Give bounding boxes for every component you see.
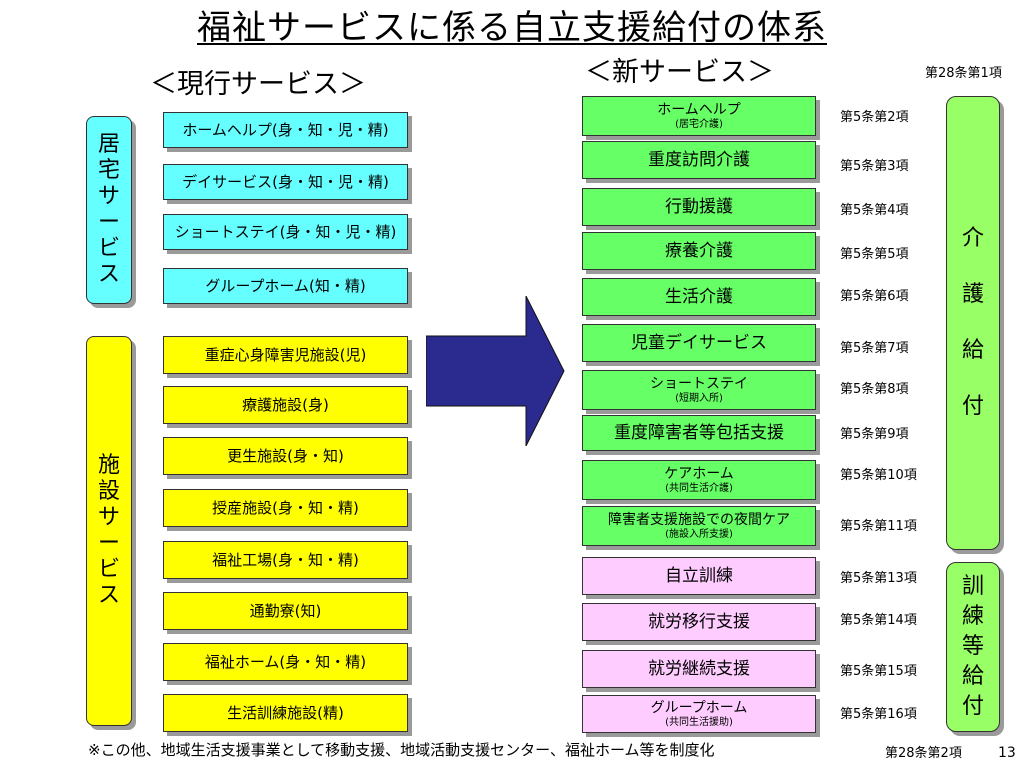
home-label-char: サ <box>97 184 120 209</box>
service-subname: (短期入所) <box>675 392 723 404</box>
home-service-box: ホームヘルプ(身・知・児・精) <box>163 112 408 148</box>
new-services-header: ＜新サービス＞ <box>585 57 774 88</box>
footnote: ※この他、地域生活支援事業として移動支援、地域活動支援センター、福祉ホーム等を制… <box>88 741 715 759</box>
article-ref: 第5条第2項 <box>840 110 909 125</box>
article-ref: 第5条第10項 <box>840 468 917 483</box>
service-name: 重度障害者等包括支援 <box>614 423 784 443</box>
facility-label-char: ス <box>97 583 120 608</box>
home-label-char: ー <box>97 210 120 235</box>
training-label-char: 給 <box>961 664 984 689</box>
training-label-char: 練 <box>961 604 984 629</box>
article-ref: 第5条第15項 <box>840 664 917 679</box>
home-label-char: ビ <box>97 236 120 261</box>
article-28-1: 第28条第1項 <box>925 66 1002 81</box>
facility-label-char: サ <box>97 505 120 530</box>
home-services-label: 居宅サービス <box>86 116 132 304</box>
home-service-box: グループホーム(知・精) <box>163 268 408 304</box>
article-28-2: 第28条第2項 <box>885 746 962 761</box>
care-label-char: 護 <box>961 282 984 307</box>
facility-label-char: ー <box>97 531 120 556</box>
home-label-char: 宅 <box>97 158 120 183</box>
facility-service-box: 療護施設(身) <box>163 386 408 424</box>
training-service-box: 自立訓練 <box>582 557 816 595</box>
facility-service-box: 更生施設(身・知) <box>163 437 408 475</box>
article-ref: 第5条第13項 <box>840 571 917 586</box>
care-service-box: ケアホーム(共同生活介護) <box>582 460 816 500</box>
care-service-box: 児童デイサービス <box>582 324 816 362</box>
home-label-char: 居 <box>97 132 120 157</box>
training-benefits-label: 訓練等給付 <box>946 562 1000 732</box>
facility-label-char: 施 <box>97 453 120 478</box>
care-service-box: 重度障害者等包括支援 <box>582 415 816 451</box>
training-label-char: 訓 <box>961 574 984 599</box>
care-service-box: 重度訪問介護 <box>582 141 816 179</box>
home-label-char: ス <box>97 262 120 287</box>
service-name: 就労移行支援 <box>648 612 750 632</box>
care-service-box: 障害者支援施設での夜間ケア(施設入所支援) <box>582 506 816 546</box>
service-subname: (居宅介護) <box>675 118 723 130</box>
care-label-char: 介 <box>961 226 984 251</box>
service-name: 児童デイサービス <box>631 333 767 353</box>
current-services-header: ＜現行サービス＞ <box>150 69 366 100</box>
article-ref: 第5条第9項 <box>840 427 909 442</box>
facility-service-box: 授産施設(身・知・精) <box>163 489 408 527</box>
care-label-char: 給 <box>961 338 984 363</box>
service-subname: (施設入所支援) <box>665 528 733 540</box>
care-service-box: ホームヘルプ(居宅介護) <box>582 96 816 136</box>
page-number: 13 <box>998 745 1016 761</box>
facility-services-label: 施設サービス <box>86 336 132 726</box>
care-benefits-label: 介護給付 <box>946 96 1000 550</box>
training-service-box: グループホーム(共同生活援助) <box>582 695 816 733</box>
service-name: ショートステイ <box>650 375 748 392</box>
training-service-box: 就労継続支援 <box>582 650 816 688</box>
service-subname: (共同生活援助) <box>665 716 733 728</box>
article-ref: 第5条第4項 <box>840 203 909 218</box>
home-service-box: ショートステイ(身・知・児・精) <box>163 214 408 250</box>
transition-arrow <box>426 296 565 446</box>
facility-label-char: ビ <box>97 557 120 582</box>
article-ref: 第5条第11項 <box>840 519 917 534</box>
article-ref: 第5条第7項 <box>840 341 909 356</box>
care-service-box: 行動援護 <box>582 188 816 226</box>
service-name: 障害者支援施設での夜間ケア <box>608 511 790 528</box>
service-name: 自立訓練 <box>665 566 733 586</box>
page-title: 福祉サービスに係る自立支援給付の体系 <box>197 8 827 48</box>
article-ref: 第5条第6項 <box>840 289 909 304</box>
service-name: ホームヘルプ <box>657 101 741 118</box>
home-service-box: デイサービス(身・知・児・精) <box>163 164 408 200</box>
service-name: 就労継続支援 <box>648 659 750 679</box>
facility-service-box: 福祉工場(身・知・精) <box>163 541 408 579</box>
article-ref: 第5条第3項 <box>840 159 909 174</box>
care-label-char: 付 <box>961 394 984 419</box>
service-name: ケアホーム <box>664 465 734 482</box>
facility-service-box: 通勤寮(知) <box>163 592 408 630</box>
service-name: 療養介護 <box>665 241 733 261</box>
service-subname: (共同生活介護) <box>665 482 733 494</box>
article-ref: 第5条第8項 <box>840 382 909 397</box>
training-service-box: 就労移行支援 <box>582 603 816 641</box>
care-service-box: 生活介護 <box>582 278 816 316</box>
article-ref: 第5条第14項 <box>840 613 917 628</box>
service-name: 行動援護 <box>665 197 733 217</box>
article-ref: 第5条第5項 <box>840 247 909 262</box>
training-label-char: 付 <box>961 694 984 719</box>
service-name: グループホーム <box>650 699 748 716</box>
care-service-box: ショートステイ(短期入所) <box>582 370 816 410</box>
article-ref: 第5条第16項 <box>840 707 917 722</box>
facility-service-box: 重症心身障害児施設(児) <box>163 336 408 374</box>
training-label-char: 等 <box>961 634 984 659</box>
care-service-box: 療養介護 <box>582 232 816 270</box>
facility-service-box: 福祉ホーム(身・知・精) <box>163 643 408 681</box>
service-name: 重度訪問介護 <box>648 150 750 170</box>
facility-label-char: 設 <box>97 479 120 504</box>
facility-service-box: 生活訓練施設(精) <box>163 694 408 732</box>
service-name: 生活介護 <box>665 287 733 307</box>
